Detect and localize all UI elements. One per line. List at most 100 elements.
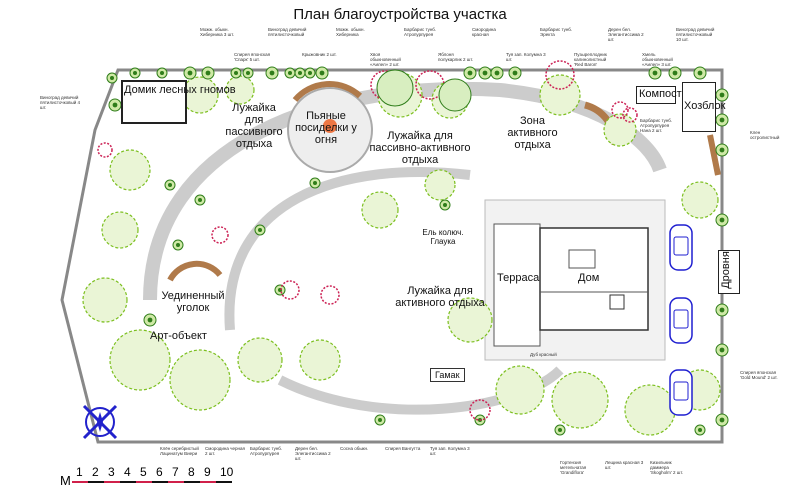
shrub-cluster [169, 349, 231, 411]
tree-trunk [698, 428, 702, 432]
tree-trunk [176, 243, 180, 247]
car-roof [673, 381, 689, 401]
shrub-cluster [109, 149, 151, 191]
tree-trunk [147, 317, 153, 323]
fruit-tree [438, 78, 472, 112]
plant-label: Можж. обыкн. Хиберника 3 шт. [200, 27, 235, 37]
tree-trunk [187, 70, 193, 76]
car-body [669, 369, 693, 416]
plant-label: Пузыреплодник калинолистный 'Red Baron' [574, 52, 607, 67]
plant-label: Дерен бел. Элегантиссима 2 шт. [295, 446, 331, 461]
tree-trunk [719, 217, 725, 223]
zone-label-secluded: Уединенный уголок [161, 290, 225, 314]
gnome-house [121, 80, 187, 124]
car-roof [673, 309, 689, 329]
scale-mark: 4 [124, 465, 131, 479]
plant-label: Смородина черная 2 шт. [205, 446, 245, 456]
scale-segment [120, 481, 136, 483]
scale-segment [168, 481, 184, 483]
scale-mark: 8 [188, 465, 195, 479]
secluded-bench [167, 260, 223, 282]
tree-trunk [112, 102, 118, 108]
scale-mark: 5 [140, 465, 147, 479]
scale-mark: 10 [220, 465, 234, 479]
flowering-shrub [611, 101, 629, 119]
fruit-tree [376, 69, 414, 107]
flowering-shrub [280, 280, 300, 300]
scale-mark: 7 [172, 465, 179, 479]
plant-label: Клён серебристый Лацинатум Виери [160, 446, 199, 456]
scale-mark: 1 [76, 465, 83, 479]
car-roof [673, 236, 689, 256]
car-icon [669, 224, 693, 271]
tree-trunk [719, 117, 725, 123]
plant-label: Барбарис тунб. Атропурпурея [250, 446, 283, 456]
house-plan [493, 223, 649, 347]
plant-label: Клен остролистный [750, 130, 780, 140]
plant-label: Хмель обыкновенный «Аилел» 3 шт. [642, 52, 673, 67]
shrub-cluster [603, 113, 637, 147]
tree-trunk [246, 71, 250, 75]
tree-trunk [269, 70, 275, 76]
tree-trunk [160, 71, 164, 75]
plant-label: Виноград девичий пятилисточковый 10 шт. [676, 27, 715, 42]
tree-trunk [482, 70, 488, 76]
zone-label-compost: Компост [639, 88, 682, 100]
flowering-shrub [622, 107, 638, 123]
plant-label: Смородина красная [472, 27, 496, 37]
flowering-shrub [211, 226, 229, 244]
plant-label: Виноград девичий пятилисточковый 4 шт. [40, 95, 81, 110]
shrub-cluster [237, 337, 283, 383]
plant-label: Спирея японская 'Спарк' 5 шт. [234, 52, 271, 62]
car-body [669, 224, 693, 271]
plant-label: Яблоня полукарлик 2 шт. [438, 52, 474, 62]
shrub-cluster [101, 211, 139, 249]
car-icon [669, 297, 693, 344]
tree-trunk [719, 347, 725, 353]
plant-label: Хвоя обыкновенный «Аилел» 2 шт. [370, 52, 401, 67]
bench-arc [292, 81, 363, 103]
scale-segment [104, 481, 120, 483]
car-icon [669, 369, 693, 416]
flowering-shrub [469, 399, 491, 421]
tree-trunk [443, 203, 447, 207]
tree-trunk [494, 70, 500, 76]
tree-trunk [205, 70, 211, 76]
plant-label: Сосна обыкн. [340, 446, 369, 451]
tree-trunk [512, 70, 518, 76]
shrub-cluster [109, 329, 171, 391]
zone-label-active-lawn: Лужайка для активного отдыха [395, 285, 485, 309]
shrub-cluster [424, 169, 456, 201]
plant-label: Спирея японская 'Gold Mound' 2 шт. [740, 370, 778, 380]
tree-trunk [168, 183, 172, 187]
parked-cars [669, 224, 693, 416]
plant-label: Можж. обыкн. Хиберника [336, 27, 365, 37]
tree-trunk [133, 71, 137, 75]
tree-trunk [198, 198, 202, 202]
zone-label-passive-lawn: Лужайка для пассивного отдыха [225, 102, 283, 150]
zone-label-woodshed: Дровня [719, 251, 732, 289]
zone-label-active-zone: Зона активного отдыха [507, 115, 558, 151]
plant-label: Спирея Вангутта [385, 446, 421, 451]
scale-segment [200, 481, 216, 483]
scale-segment [88, 481, 104, 483]
trees [97, 60, 729, 436]
shrub-cluster [551, 371, 609, 429]
plant-label: Кизильник даммера 'Skogholm' 2 шт. [650, 460, 684, 475]
plant-label: Барбарис тунб. Атропурпурея [404, 27, 437, 37]
shed [682, 82, 716, 132]
zone-label-terrace: Терраса [497, 272, 540, 284]
scale-segment [136, 481, 152, 483]
tree-trunk [288, 71, 292, 75]
zone-label-shed: Хозблок [684, 100, 726, 112]
plant-label: Крыжовник 2 шт. [302, 52, 337, 57]
tree-trunk [378, 418, 382, 422]
page-title: План благоустройства участка [293, 6, 507, 23]
scale-segment [184, 481, 200, 483]
tree-trunk [234, 71, 238, 75]
shrub-cluster [495, 365, 545, 415]
shrub-cluster [624, 384, 676, 436]
tree-trunk [319, 70, 325, 76]
